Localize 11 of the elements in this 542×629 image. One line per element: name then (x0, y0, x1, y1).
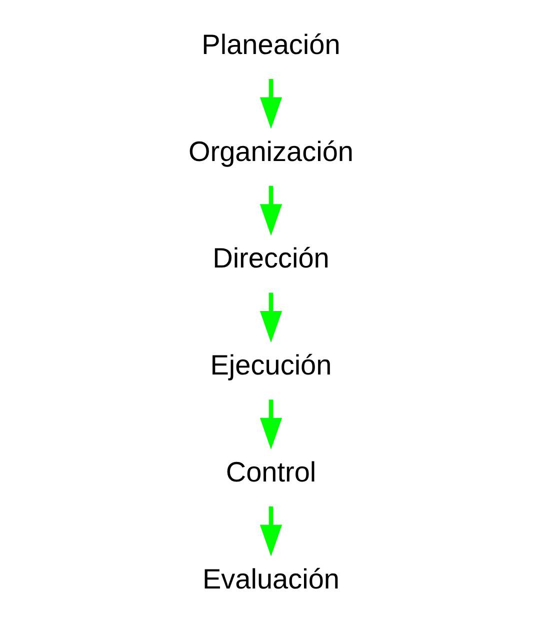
node-text: Control (226, 456, 316, 488)
arrow (260, 78, 282, 129)
node-text: Evaluación (202, 563, 340, 594)
arrow (260, 506, 282, 556)
node-text: Ejecución (210, 350, 332, 381)
arrow (260, 186, 282, 236)
arrow (260, 292, 282, 343)
node-text: Dirección (212, 242, 330, 274)
node-text: Planeación (202, 28, 340, 60)
arrow (260, 400, 282, 450)
node-text: Organización (188, 136, 354, 167)
